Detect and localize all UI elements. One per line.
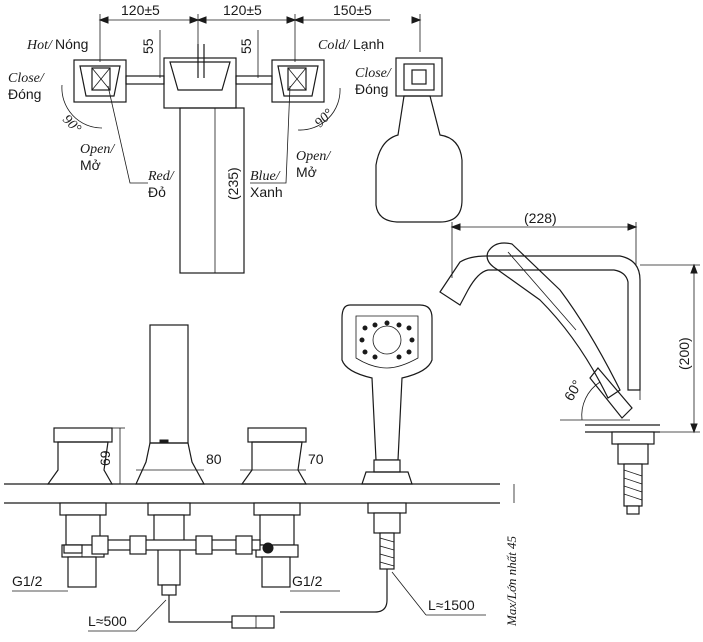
label-close-left-vi: Đóng bbox=[8, 86, 41, 102]
label-close-right-vi: Đóng bbox=[355, 81, 388, 97]
dim-hose-inner: L≈500 bbox=[88, 613, 127, 629]
label-open-right-vi: Mở bbox=[296, 164, 317, 180]
dim-valve-base: 70 bbox=[308, 451, 324, 467]
dim-hose-shower: L≈1500 bbox=[428, 597, 475, 613]
dim-spacing-left: 120±5 bbox=[121, 2, 160, 18]
handshower-elevation bbox=[341, 304, 433, 570]
label-blue-vi: Xanh bbox=[250, 184, 283, 200]
label-red-vi: Đỏ bbox=[148, 184, 166, 200]
hot-valve-elevation bbox=[46, 427, 114, 588]
handshower-plan bbox=[375, 57, 463, 223]
plan-view: 120±5 120±5 150±5 bbox=[8, 2, 463, 274]
dim-spout-base: 80 bbox=[206, 451, 222, 467]
front-elevation: 69 80 70 bbox=[4, 304, 519, 632]
label-close-right-en: Close/ bbox=[355, 66, 392, 81]
dim-handle-height-right: 55 bbox=[238, 38, 254, 54]
dim-thread-right: G1/2 bbox=[292, 573, 323, 589]
label-hot-vi: Nóng bbox=[55, 36, 88, 52]
dim-handshower-reach: (228) bbox=[524, 210, 557, 226]
label-close-left-en: Close/ bbox=[8, 71, 45, 86]
label-open-left-vi: Mở bbox=[80, 157, 101, 173]
hot-handle-plan bbox=[73, 59, 165, 103]
spout-elevation bbox=[135, 324, 206, 596]
dim-valve-height: 69 bbox=[97, 450, 113, 466]
label-hot-en: Hot/ bbox=[26, 38, 53, 53]
spout-plan bbox=[163, 44, 273, 274]
label-blue-en: Blue/ bbox=[250, 169, 281, 184]
label-red-en: Red/ bbox=[147, 169, 175, 184]
label-open-left-en: Open/ bbox=[80, 142, 115, 157]
dim-spout-length: (235) bbox=[225, 167, 241, 200]
label-cold-vi: Lạnh bbox=[353, 36, 384, 52]
dim-angle-tilt: 60° bbox=[561, 377, 585, 403]
dim-thread-left: G1/2 bbox=[12, 573, 43, 589]
side-view: (228) (200) 60° bbox=[439, 210, 700, 515]
label-cold-en: Cold/ bbox=[318, 38, 350, 53]
cold-valve-elevation bbox=[240, 427, 308, 588]
label-open-right-en: Open/ bbox=[296, 149, 331, 164]
dim-handle-height-left: 55 bbox=[140, 38, 156, 54]
dim-spacing-mid: 120±5 bbox=[223, 2, 262, 18]
label-angle-left: 90° bbox=[59, 112, 84, 137]
dim-deck-max: Max/Lớn nhất 45 bbox=[504, 536, 519, 627]
cold-handle-plan bbox=[271, 59, 325, 103]
dim-handshower-height: (200) bbox=[676, 337, 692, 370]
dim-spacing-right: 150±5 bbox=[333, 2, 372, 18]
